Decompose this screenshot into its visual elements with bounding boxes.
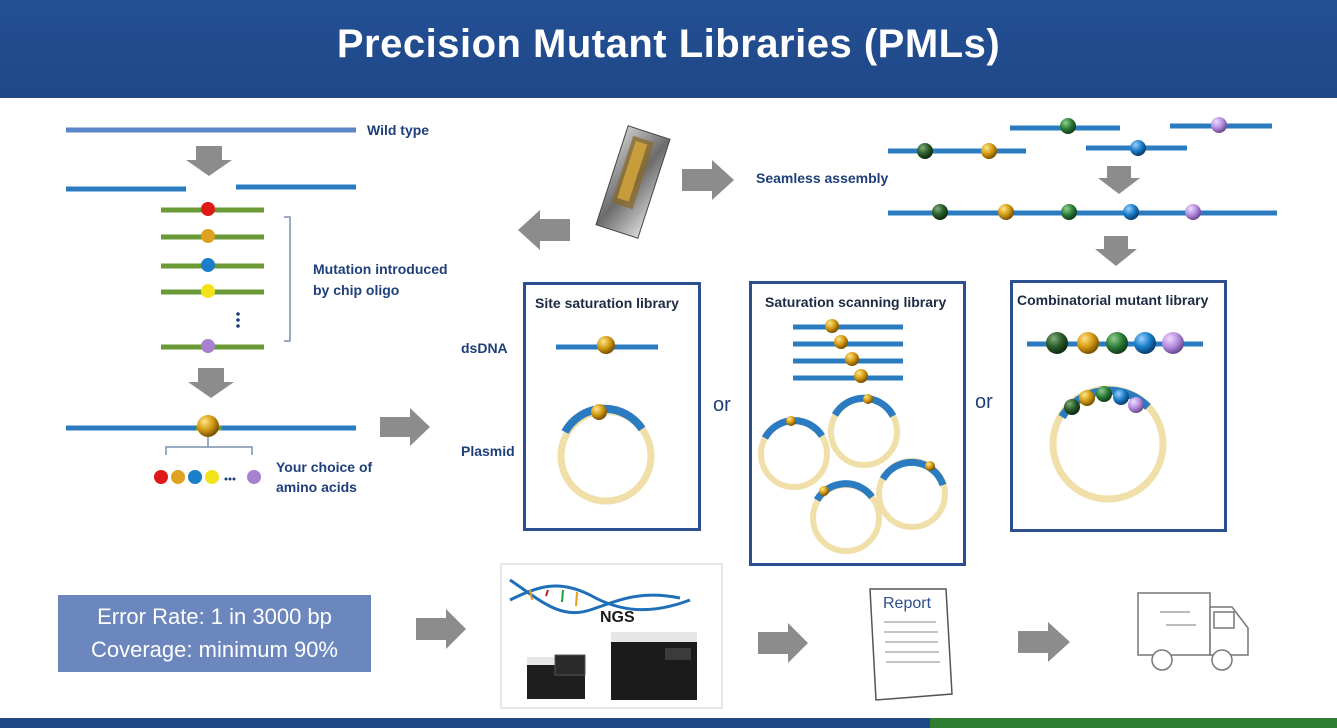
header-banner: Precision Mutant Libraries (PMLs) xyxy=(0,0,1337,98)
report-label: Report xyxy=(883,595,932,612)
down-arrow-icon xyxy=(186,146,232,176)
right-arrow-icon xyxy=(758,623,808,663)
right-arrow-icon xyxy=(682,160,734,200)
ngs-label: NGS xyxy=(600,609,635,626)
bracket xyxy=(284,216,291,342)
footer-bar-blue xyxy=(0,718,930,728)
coverage-text: Coverage: minimum 90% xyxy=(91,637,338,662)
left-arrow-icon xyxy=(518,210,570,250)
dsdna-label: dsDNA xyxy=(461,340,508,356)
error-rate-text: Error Rate: 1 in 3000 bp xyxy=(97,604,332,629)
saturation-scanning-box: Saturation scanning library xyxy=(749,281,966,566)
plasmid-label: Plasmid xyxy=(461,443,515,459)
saturation-scanning-title: Saturation scanning library xyxy=(765,294,947,310)
combinatorial-box: Combinatorial mutant library xyxy=(1010,280,1227,532)
dna-helix-icon xyxy=(509,578,691,615)
page-title: Precision Mutant Libraries (PMLs) xyxy=(336,22,1001,66)
mutation-label-line2: by chip oligo xyxy=(313,282,400,298)
oligo-list xyxy=(161,202,264,353)
footer-bar-green xyxy=(930,718,1337,728)
seamless-assembly-label: Seamless assembly xyxy=(756,170,889,186)
right-arrow-icon xyxy=(380,408,430,446)
down-arrow-icon xyxy=(188,368,234,398)
or-label-2: or xyxy=(975,391,993,413)
assembled-dna xyxy=(888,204,1277,220)
site-saturation-box: Site saturation library xyxy=(523,282,701,531)
truck-icon xyxy=(1137,592,1249,671)
right-arrow-icon xyxy=(1018,622,1070,662)
down-arrow-icon xyxy=(1095,236,1137,266)
down-arrow-icon xyxy=(1098,166,1140,194)
choice-label-line2: amino acids xyxy=(276,479,357,495)
right-arrow-icon xyxy=(416,609,466,649)
sequencer-icon xyxy=(527,632,697,700)
dna-fragments xyxy=(888,117,1272,159)
mutation-label-line1: Mutation introduced xyxy=(313,261,448,277)
report-icon xyxy=(869,588,953,701)
choice-bracket xyxy=(165,437,253,455)
site-saturation-title: Site saturation library xyxy=(535,295,679,311)
choice-label-line1: Your choice of xyxy=(276,459,373,475)
mutation-bead xyxy=(197,415,219,437)
amino-acid-choices xyxy=(154,470,261,484)
or-label-1: or xyxy=(713,394,731,416)
combinatorial-title: Combinatorial mutant library xyxy=(1017,292,1209,308)
error-rate-box: Error Rate: 1 in 3000 bp Coverage: minim… xyxy=(58,595,371,672)
chip-icon xyxy=(595,125,671,239)
wild-type-label: Wild type xyxy=(367,122,430,138)
